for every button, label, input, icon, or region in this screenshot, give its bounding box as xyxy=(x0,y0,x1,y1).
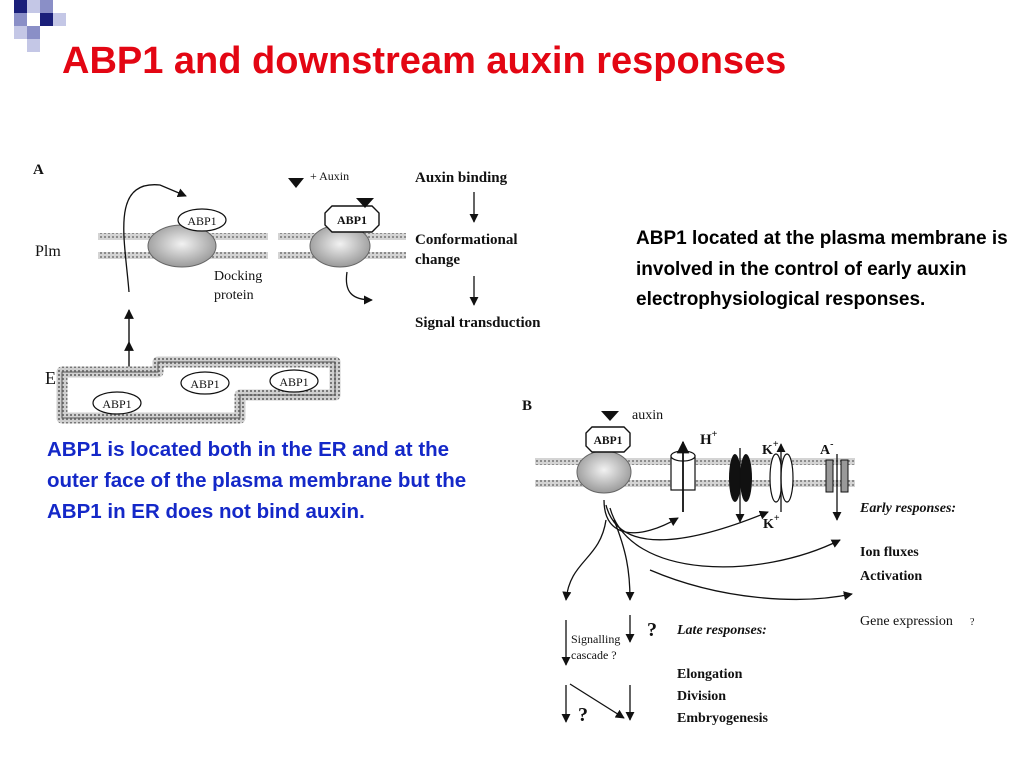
abp1-label: ABP1 xyxy=(190,377,219,391)
step-conformational-change: Conformational change xyxy=(415,232,521,268)
docking-protein xyxy=(576,450,632,494)
auxin-label: auxin xyxy=(632,408,663,423)
auxin-triangle-icon xyxy=(288,178,304,188)
corner-square-light xyxy=(27,39,40,52)
late-response-elongation: Elongation xyxy=(677,667,743,682)
abp1-octagon xyxy=(324,205,380,233)
slide-title: ABP1 and downstream auxin responses xyxy=(62,40,787,82)
abp1-label: ABP1 xyxy=(337,213,367,227)
step-auxin-binding: Auxin binding xyxy=(415,170,508,186)
corner-square-light xyxy=(40,0,53,13)
gene-expression-question: ? xyxy=(970,617,975,628)
corner-square-dark xyxy=(14,0,27,13)
gene-expression-label: Gene expression xyxy=(860,614,953,629)
early-responses-title: Early responses: xyxy=(859,501,956,516)
auxin-label: + Auxin xyxy=(310,169,349,183)
abp1-oval xyxy=(269,369,319,393)
corner-square-medium xyxy=(14,13,27,26)
abp1-label: ABP1 xyxy=(187,214,216,228)
abp1-oval xyxy=(92,391,142,415)
abp1-label: ABP1 xyxy=(279,375,308,389)
corner-square-medium xyxy=(27,26,40,39)
plm-label: Plm xyxy=(35,243,61,260)
panel-a-label: A xyxy=(33,162,44,178)
corner-square-dark xyxy=(40,13,53,26)
question-mark: ? xyxy=(647,619,657,641)
signal-arrow xyxy=(605,504,769,541)
question-mark: ? xyxy=(578,704,588,726)
anion-channel xyxy=(825,459,834,493)
caption-left: ABP1 is located both in the ER and at th… xyxy=(47,438,467,523)
panel-b-label: B xyxy=(522,398,532,414)
signal-arrow xyxy=(345,271,373,305)
early-response-activation: Activation xyxy=(860,569,922,584)
diagonal-arrow-icon xyxy=(569,683,625,719)
panel-b: B auxin ABP1 H+ K+ K+ A- xyxy=(522,398,975,726)
abp1-octagon xyxy=(585,426,631,453)
step-signal-transduction: Signal transduction xyxy=(415,315,541,331)
signal-arrow xyxy=(649,569,853,601)
abp1-oval xyxy=(180,371,230,395)
auxin-triangle-icon xyxy=(601,411,619,421)
auxin-triangle-icon xyxy=(356,198,374,208)
late-responses-title: Late responses: xyxy=(676,623,767,638)
k-channel-dark xyxy=(729,454,741,502)
h-plus-label: H+ xyxy=(700,429,718,448)
early-response-ion-fluxes: Ion fluxes xyxy=(860,545,919,560)
trafficking-arrow xyxy=(123,184,187,293)
corner-square-medium xyxy=(27,0,40,13)
abp1-label: ABP1 xyxy=(594,435,623,447)
late-response-embryogenesis: Embryogenesis xyxy=(677,711,769,726)
signalling-cascade-label: Signalling cascade ? xyxy=(571,632,623,662)
k-channel-light xyxy=(769,453,783,503)
k-plus-bottom-label: K+ xyxy=(763,513,780,532)
abp1-label: ABP1 xyxy=(102,397,131,411)
corner-square-light xyxy=(53,13,66,26)
abp1-oval xyxy=(177,208,227,232)
caption-right: ABP1 located at the plasma membrane is i… xyxy=(636,228,1008,310)
corner-square-light xyxy=(14,26,27,39)
late-response-division: Division xyxy=(677,689,726,704)
signal-arrow xyxy=(613,519,635,601)
signal-arrow xyxy=(562,519,607,601)
signal-arrow xyxy=(603,499,679,534)
signal-arrow xyxy=(609,507,841,568)
a-minus-label: A- xyxy=(820,439,833,458)
